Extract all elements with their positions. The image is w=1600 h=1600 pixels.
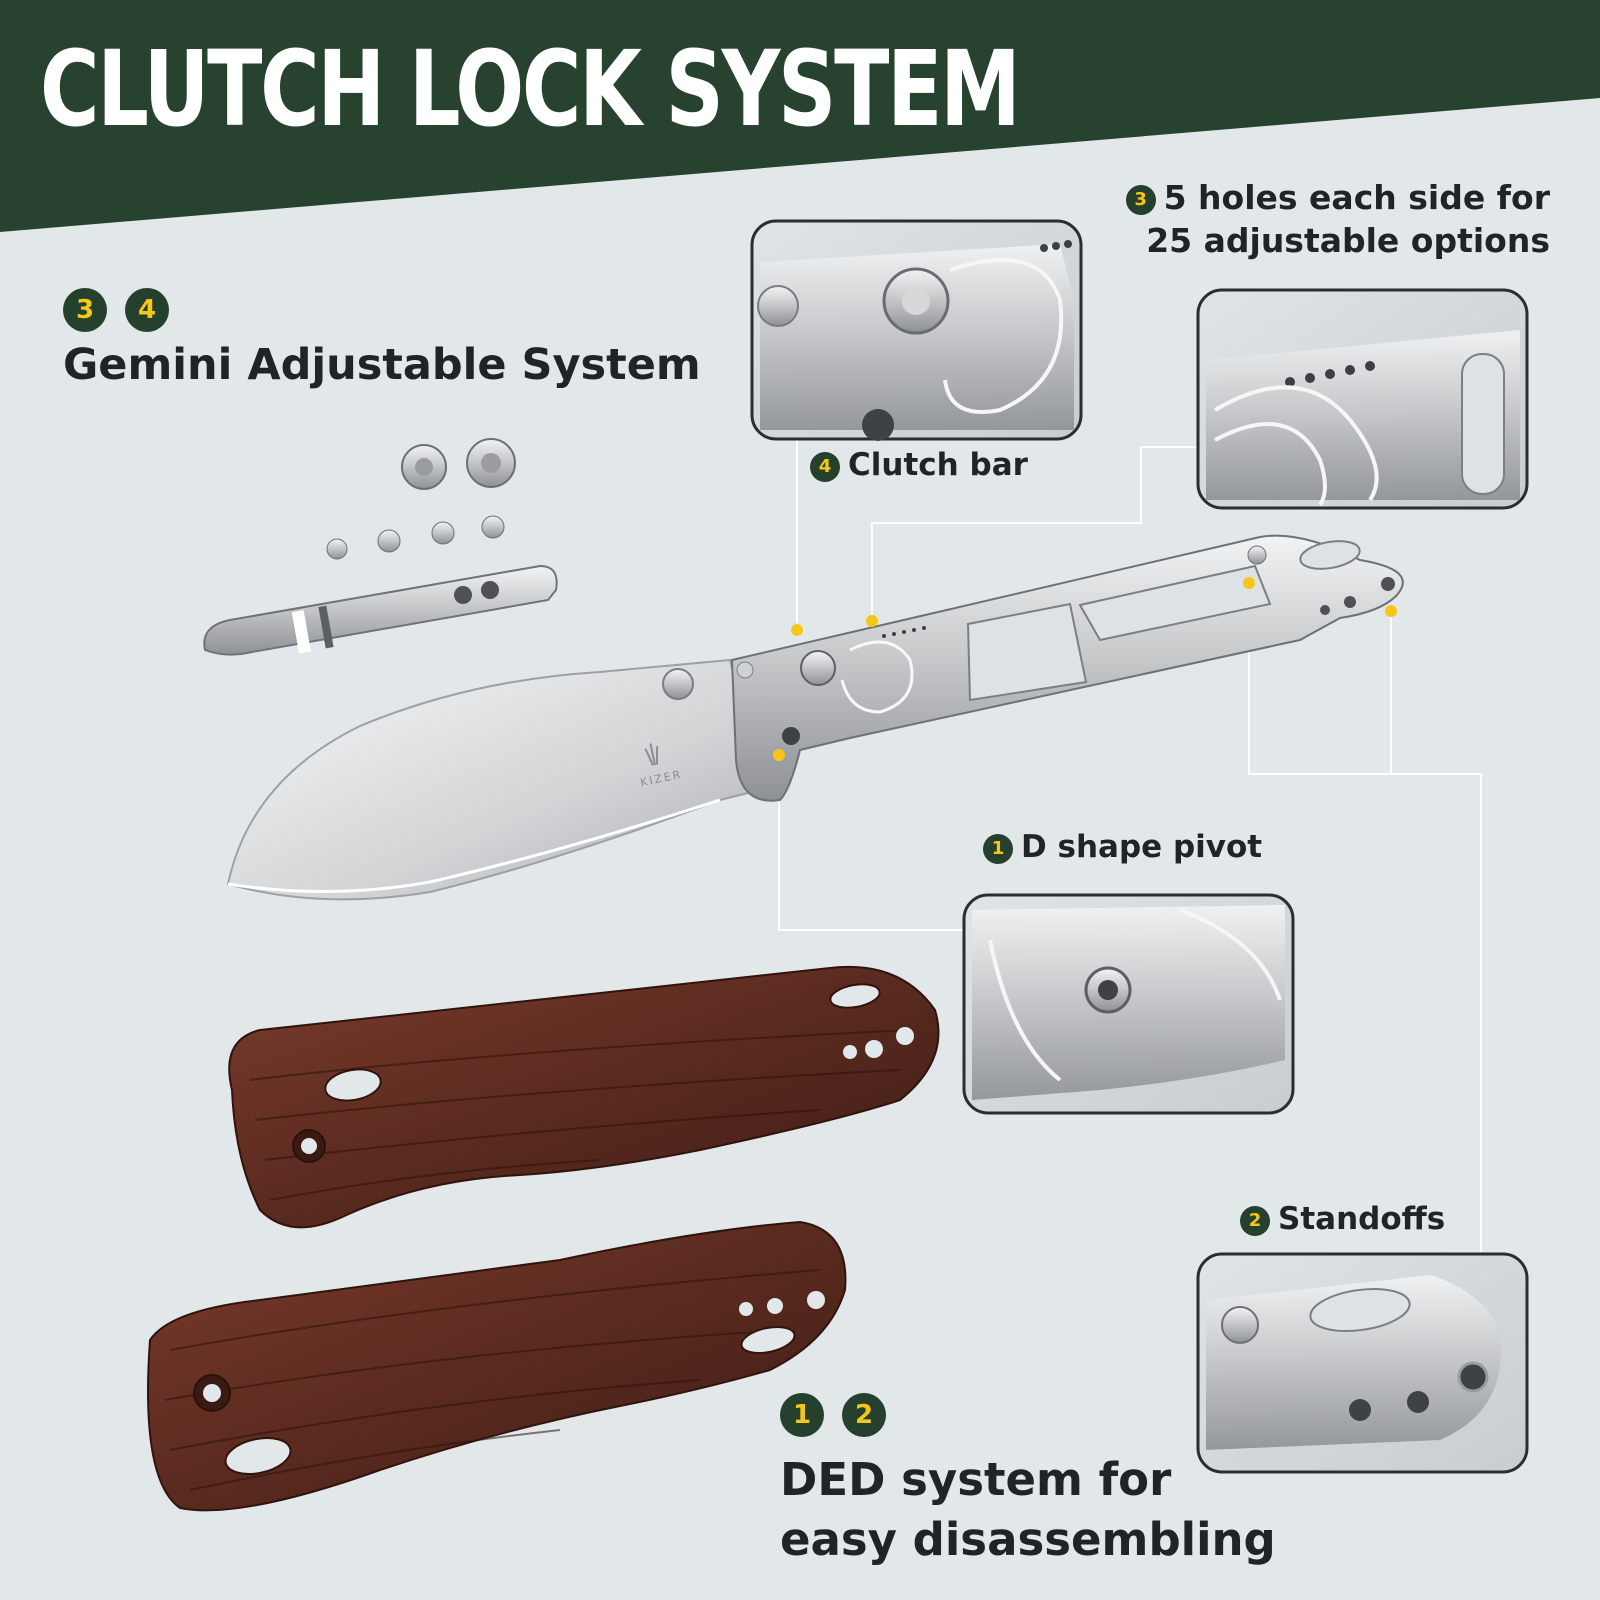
- pivot-label: D shape pivot: [1021, 829, 1263, 865]
- leader-lines: [778, 440, 1482, 1252]
- standoffs-callout: 2 Standoffs: [1240, 1201, 1445, 1237]
- number-badge: 4: [125, 288, 169, 332]
- knife: KIZER: [226, 534, 1404, 901]
- wood-scale-upper: [228, 965, 940, 1229]
- pivot-callout: 1 D shape pivot: [983, 829, 1262, 865]
- holes-callout-line2: 25 adjustable options: [1146, 221, 1550, 260]
- ded-line1: DED system for: [780, 1453, 1172, 1506]
- zoom-panel-holes: [1196, 288, 1529, 510]
- ded-line2: easy disassembling: [780, 1513, 1276, 1566]
- number-badge: 4: [810, 451, 840, 482]
- header-band: [0, 0, 1600, 232]
- clutch-bar-label: Clutch bar: [848, 447, 1028, 483]
- hardware-parts: [203, 438, 558, 656]
- holes-callout-line1: 5 holes each side for: [1163, 178, 1550, 217]
- number-badge: 3: [63, 288, 107, 332]
- number-badge: 3: [1125, 184, 1156, 215]
- clutch-bar-callout: 4 Clutch bar: [810, 447, 1028, 483]
- callout-dots: [773, 577, 1397, 761]
- zoom-panel-clutch-bar: [750, 219, 1083, 441]
- number-badge: 1: [780, 1393, 824, 1437]
- knife-blade: [226, 658, 762, 901]
- page-title: CLUTCH LOCK SYSTEM: [40, 28, 1021, 150]
- zoom-panel-pivot: [962, 893, 1295, 1115]
- gemini-system-heading: Gemini Adjustable System: [63, 340, 701, 390]
- number-badge: 2: [1240, 1205, 1270, 1236]
- pocket-clip: [203, 564, 558, 656]
- wood-scale-lower: [147, 1220, 847, 1512]
- number-badge: 2: [842, 1393, 886, 1437]
- standoffs-label: Standoffs: [1278, 1201, 1446, 1237]
- zoom-panel-standoffs: [1196, 1252, 1529, 1474]
- gemini-badges: 3 4: [63, 288, 169, 332]
- number-badge: 1: [983, 833, 1013, 864]
- ded-system-heading: DED system for easy disassembling: [780, 1450, 1276, 1570]
- ded-badges: 1 2: [780, 1393, 886, 1437]
